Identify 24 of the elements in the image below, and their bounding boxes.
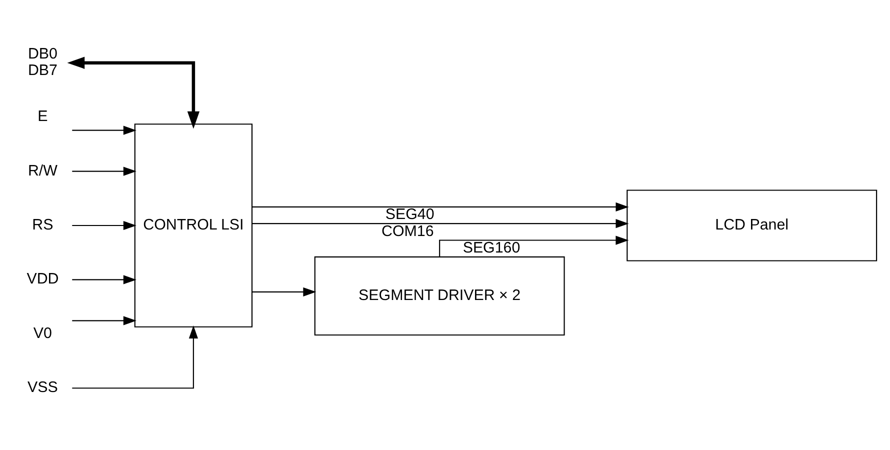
- edge-label: SEG40: [385, 206, 434, 223]
- arrow: [252, 202, 629, 211]
- node-text: E: [38, 108, 48, 125]
- arrow: [72, 125, 136, 134]
- edge-label: SEG160: [462, 238, 520, 256]
- arrow: [72, 220, 136, 230]
- node-text: RS: [32, 216, 54, 234]
- node-text: DB0 DB7: [28, 45, 58, 78]
- arrow: [252, 286, 316, 296]
- edge-label: COM16: [382, 222, 434, 240]
- node-text: VDD: [26, 270, 59, 288]
- arrow: [72, 274, 136, 284]
- arrow: [252, 218, 629, 228]
- node-text: V0: [33, 324, 52, 342]
- arrow: [72, 316, 136, 325]
- node-text: VSS: [28, 378, 58, 396]
- node-box: SEGMENT DRIVER × 2: [314, 256, 565, 336]
- node-text: R/W: [28, 162, 58, 179]
- node-box: LCD Panel: [626, 189, 878, 261]
- arrow: [72, 324, 198, 388]
- arrow: [439, 235, 629, 256]
- arrow: [72, 166, 136, 176]
- arrow: [67, 56, 200, 128]
- node-box: CONTROL LSI: [134, 123, 253, 327]
